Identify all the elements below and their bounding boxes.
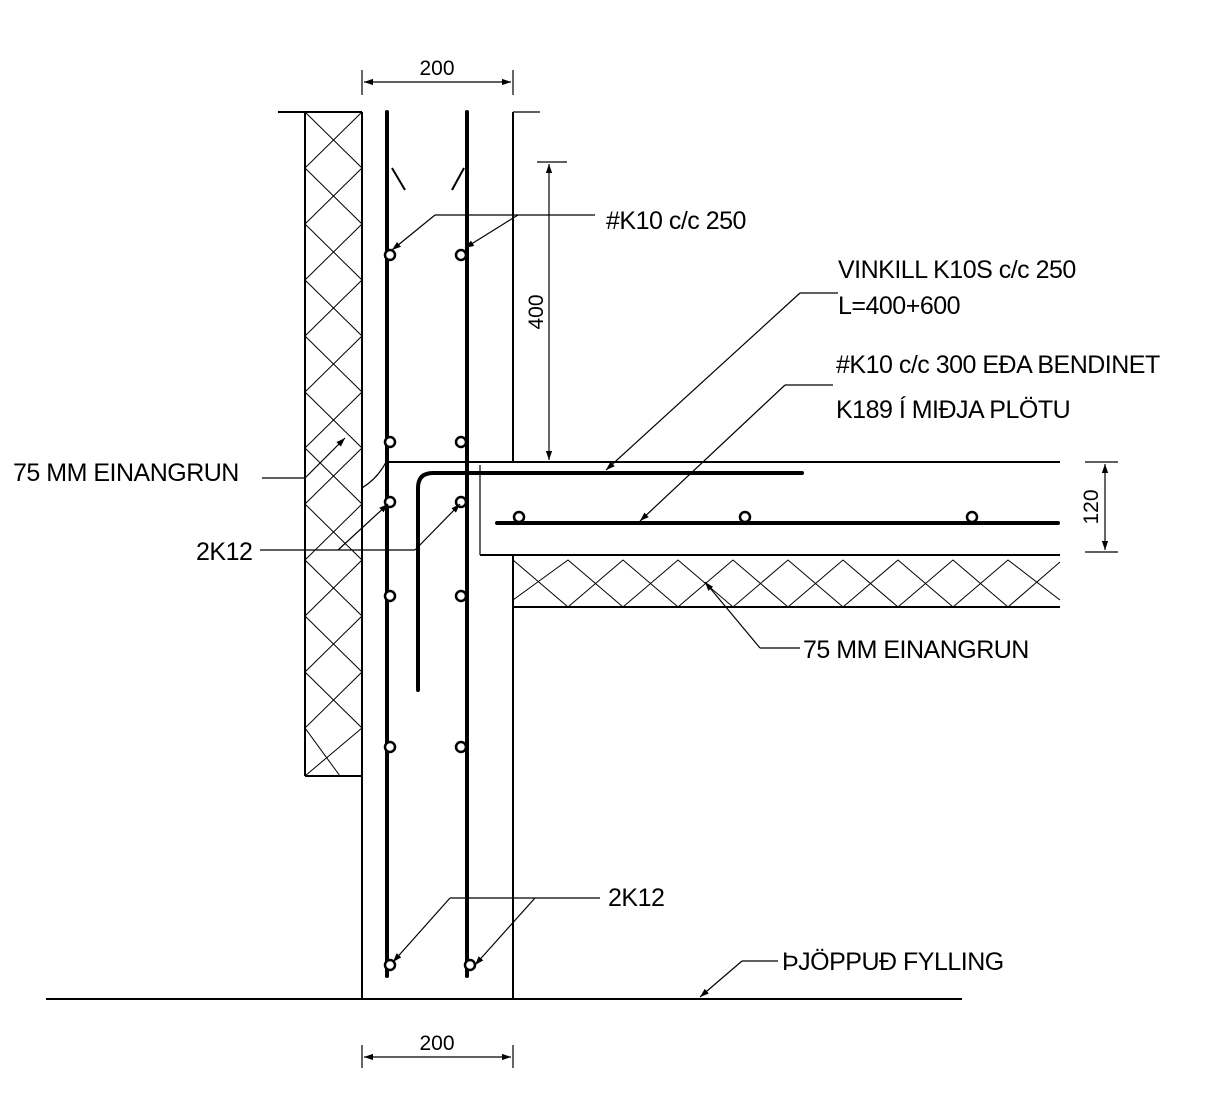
leader-wall-mesh: #K10 c/c 250	[391, 207, 746, 251]
label-slab-mesh-2: K189 Í MIÐJA PLÖTU	[836, 395, 1070, 424]
label-slab-mesh-1: #K10 c/c 300 EÐA BENDINET	[836, 351, 1160, 379]
dimension-wall-top-value: 200	[419, 57, 454, 80]
dimension-wall-bottom: 200	[361, 1032, 514, 1068]
rebar-sections	[383, 248, 979, 972]
leader-angle-bar: VINKILL K10S c/c 250 L=400+600	[605, 256, 1076, 471]
slab-rebars	[416, 471, 1060, 692]
leader-fill: ÞJÖPPUÐ FYLLING	[699, 948, 1004, 998]
dimension-slab-thickness-value: 120	[1080, 489, 1103, 524]
wall-insulation-hatch	[304, 111, 363, 777]
dimension-anchor-height-value: 400	[525, 294, 548, 329]
dimension-slab-thickness: 120	[1080, 461, 1118, 553]
leader-bottom-bars: 2K12	[392, 884, 665, 966]
dimension-wall-bottom-value: 200	[419, 1032, 454, 1055]
label-wall-insulation: 75 MM EINANGRUN	[13, 459, 239, 487]
leader-corner-bars: 2K12	[196, 503, 461, 566]
label-bottom-bars: 2K12	[608, 884, 664, 912]
dimension-wall-top: 200	[361, 57, 514, 95]
label-corner-bars: 2K12	[196, 538, 252, 566]
dimension-anchor-height: 400	[525, 161, 567, 460]
label-angle-bar-2: L=400+600	[838, 292, 960, 320]
label-angle-bar-1: VINKILL K10S c/c 250	[838, 256, 1076, 284]
concrete-wall	[361, 111, 540, 999]
wall-insulation-panel	[278, 111, 363, 777]
leader-wall-insulation: 75 MM EINANGRUN	[13, 437, 387, 489]
leader-slab-insulation: 75 MM EINANGRUN	[704, 581, 1029, 664]
wall-vertical-rebars	[385, 110, 469, 978]
slab-insulation-panel	[512, 559, 1061, 608]
label-wall-mesh: #K10 c/c 250	[606, 207, 746, 235]
label-fill: ÞJÖPPUÐ FYLLING	[782, 948, 1004, 976]
leader-slab-mesh: #K10 c/c 300 EÐA BENDINET K189 Í MIÐJA P…	[639, 351, 1160, 522]
label-slab-insulation: 75 MM EINANGRUN	[803, 636, 1029, 664]
concrete-slab	[387, 461, 1060, 556]
